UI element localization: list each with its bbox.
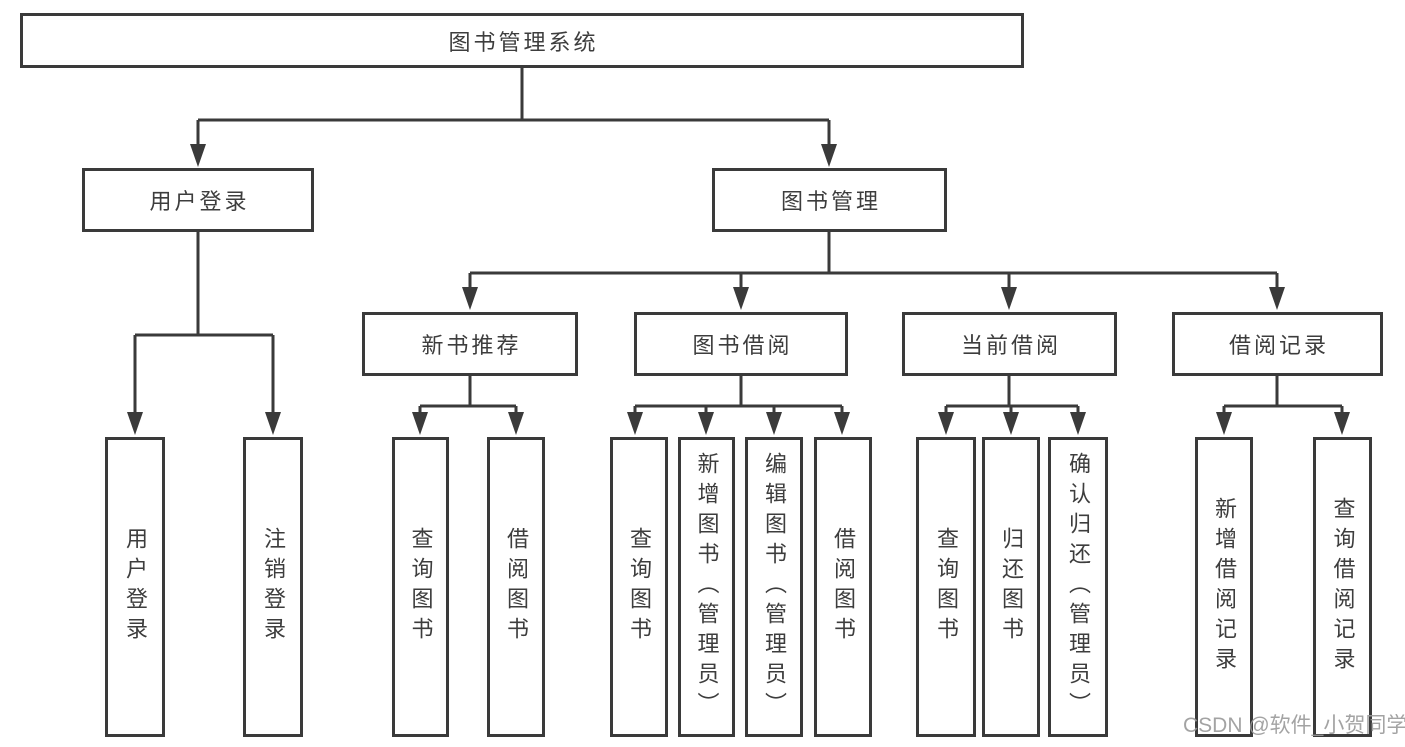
node-label: 查询图书 xyxy=(627,527,652,647)
leaf-user-login: 用户登录 xyxy=(105,437,165,737)
node-label: 借阅记录 xyxy=(1228,333,1329,358)
leaf-query-books-recommend: 查询图书 xyxy=(392,437,449,737)
node-label: 借阅图书 xyxy=(504,527,529,647)
node-label: 当前借阅 xyxy=(960,333,1061,358)
leaf-confirm-return-admin: 确认归还（管理员） xyxy=(1048,437,1108,737)
node-label: 用户登录 xyxy=(149,189,250,214)
connector-book-borrowing-children xyxy=(627,376,850,435)
node-label: 查询图书 xyxy=(934,527,959,647)
csdn-watermark: CSDN @软件_小贺同学 xyxy=(1183,714,1405,737)
node-label: 新增借阅记录 xyxy=(1212,497,1237,677)
node-label: 图书管理系统 xyxy=(448,29,599,55)
connector-user-login-children xyxy=(127,232,281,435)
connector-new-book-recommendation-children xyxy=(412,376,524,435)
connector-borrowing-records-children xyxy=(1216,376,1350,435)
leaf-query-books-current: 查询图书 xyxy=(916,437,976,737)
node-new-book-recommendation: 新书推荐 xyxy=(362,312,578,376)
leaf-edit-book-admin: 编辑图书（管理员） xyxy=(745,437,803,737)
node-label: 归还图书 xyxy=(999,527,1024,647)
node-label: 图书借阅 xyxy=(692,333,793,358)
leaf-borrow-books-borrowing: 借阅图书 xyxy=(814,437,872,737)
connector-book-management-children xyxy=(462,232,1285,310)
node-label: 新增图书（管理员） xyxy=(694,452,720,722)
leaf-return-books: 归还图书 xyxy=(982,437,1040,737)
node-label: 查询借阅记录 xyxy=(1330,497,1356,677)
connector-root-to-level2 xyxy=(190,68,837,167)
connector-current-borrowing-children xyxy=(938,376,1086,435)
node-label: 编辑图书（管理员） xyxy=(762,452,787,722)
node-book-management: 图书管理 xyxy=(712,168,947,232)
node-label: 确认归还（管理员） xyxy=(1066,452,1091,722)
node-current-borrowing: 当前借阅 xyxy=(902,312,1117,376)
node-label: 新书推荐 xyxy=(421,333,522,358)
node-label: 借阅图书 xyxy=(831,527,856,647)
leaf-borrow-books-recommend: 借阅图书 xyxy=(487,437,545,737)
leaf-query-books-borrowing: 查询图书 xyxy=(610,437,668,737)
node-label: 注销登录 xyxy=(261,527,286,647)
node-borrowing-records: 借阅记录 xyxy=(1172,312,1383,376)
node-book-borrowing: 图书借阅 xyxy=(634,312,848,376)
node-user-login: 用户登录 xyxy=(82,168,314,232)
node-label: 用户登录 xyxy=(123,527,148,647)
node-library-system: 图书管理系统 xyxy=(20,13,1024,68)
leaf-add-borrow-record: 新增借阅记录 xyxy=(1195,437,1253,737)
node-label: 图书管理 xyxy=(780,189,881,214)
leaf-query-borrow-record: 查询借阅记录 xyxy=(1313,437,1372,737)
leaf-logout: 注销登录 xyxy=(243,437,303,737)
leaf-add-book-admin: 新增图书（管理员） xyxy=(678,437,735,737)
node-label: 查询图书 xyxy=(408,527,434,647)
